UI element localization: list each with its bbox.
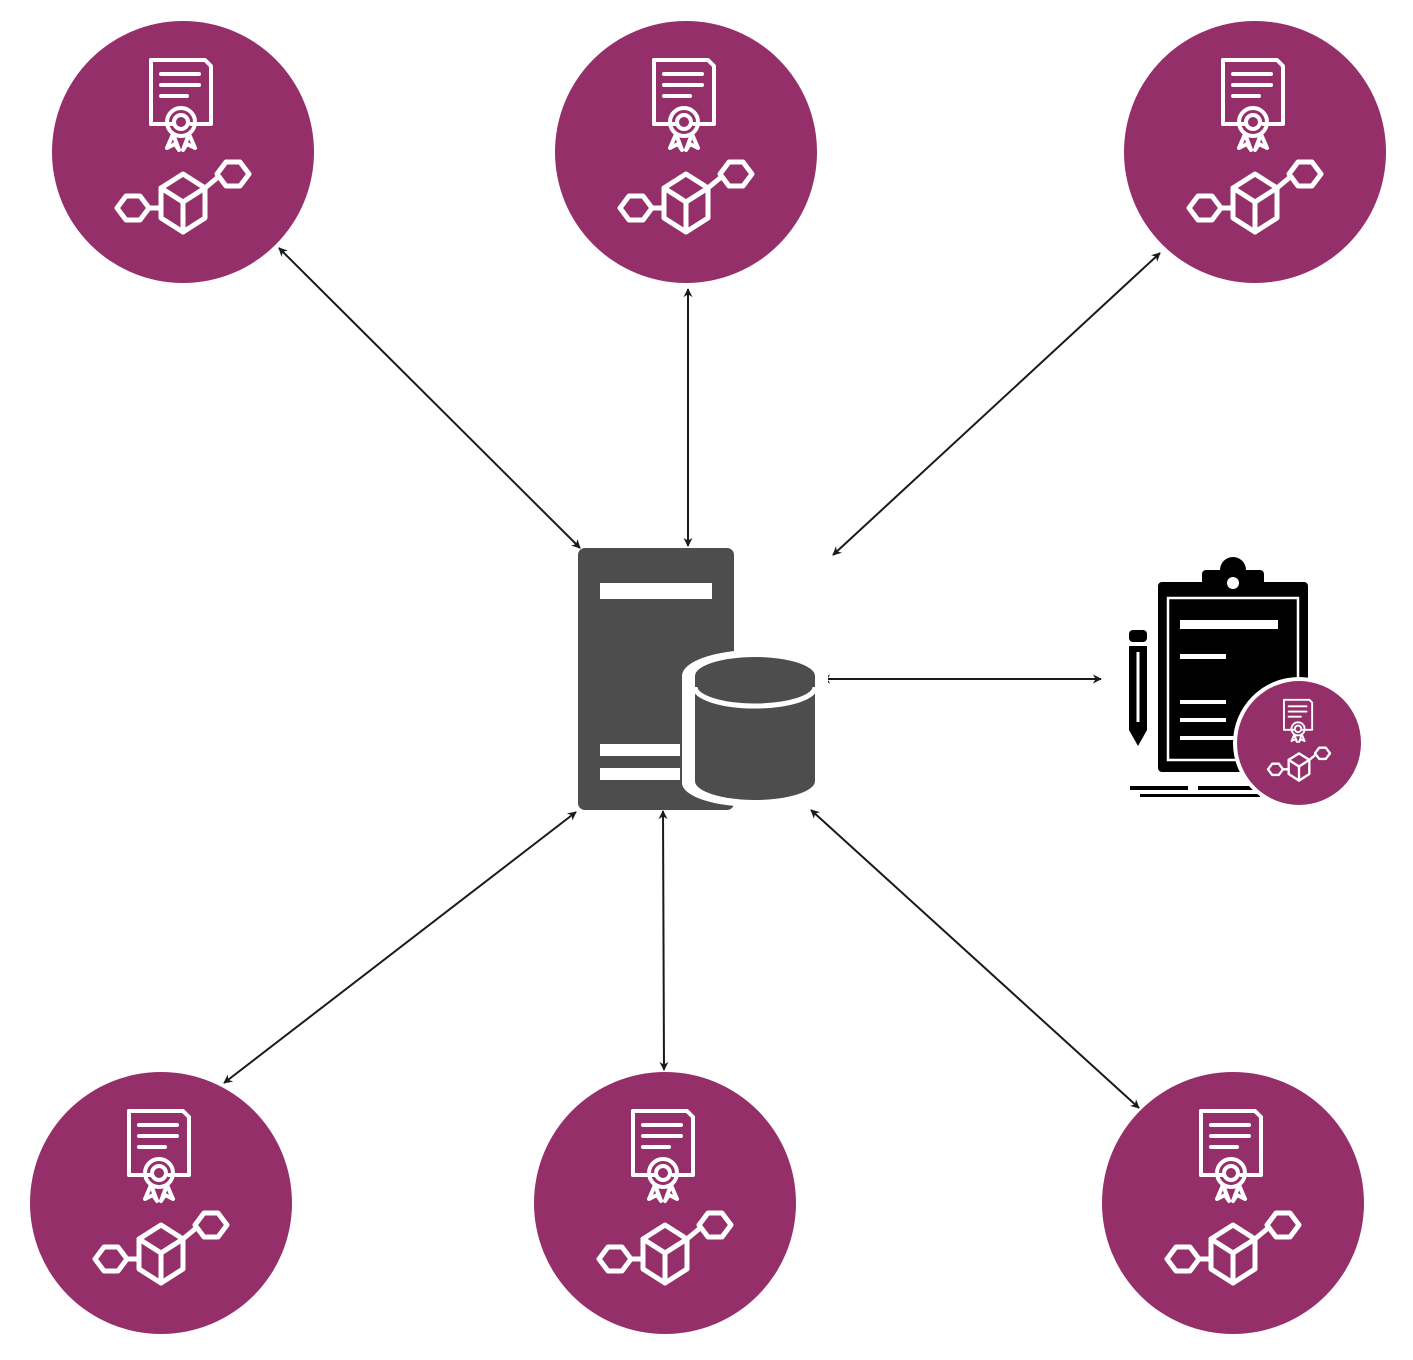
node-bottom-right[interactable] bbox=[1102, 1072, 1364, 1334]
node-top-center[interactable] bbox=[555, 21, 817, 283]
central-server[interactable] bbox=[578, 548, 828, 810]
node-circle bbox=[1124, 21, 1386, 283]
node-circle bbox=[534, 1072, 796, 1334]
link-node-top-right bbox=[832, 252, 1161, 556]
link-node-bottom-left bbox=[223, 811, 577, 1084]
client-clipboard[interactable] bbox=[1129, 557, 1365, 809]
node-circle bbox=[52, 21, 314, 283]
node-top-left[interactable] bbox=[52, 21, 314, 283]
node-circle bbox=[30, 1072, 292, 1334]
link-node-bottom-center bbox=[658, 810, 669, 1071]
links-layer bbox=[223, 247, 1161, 1109]
pen-icon bbox=[1129, 630, 1147, 746]
node-circle bbox=[555, 21, 817, 283]
database-icon bbox=[682, 650, 828, 807]
client-badge bbox=[1233, 677, 1365, 809]
node-bottom-left[interactable] bbox=[30, 1072, 292, 1334]
node-top-right[interactable] bbox=[1124, 21, 1386, 283]
node-bottom-center[interactable] bbox=[534, 1072, 796, 1334]
link-node-top-left bbox=[278, 247, 581, 549]
node-circle bbox=[1102, 1072, 1364, 1334]
nodes-layer bbox=[30, 21, 1386, 1334]
link-node-bottom-right bbox=[810, 809, 1140, 1109]
